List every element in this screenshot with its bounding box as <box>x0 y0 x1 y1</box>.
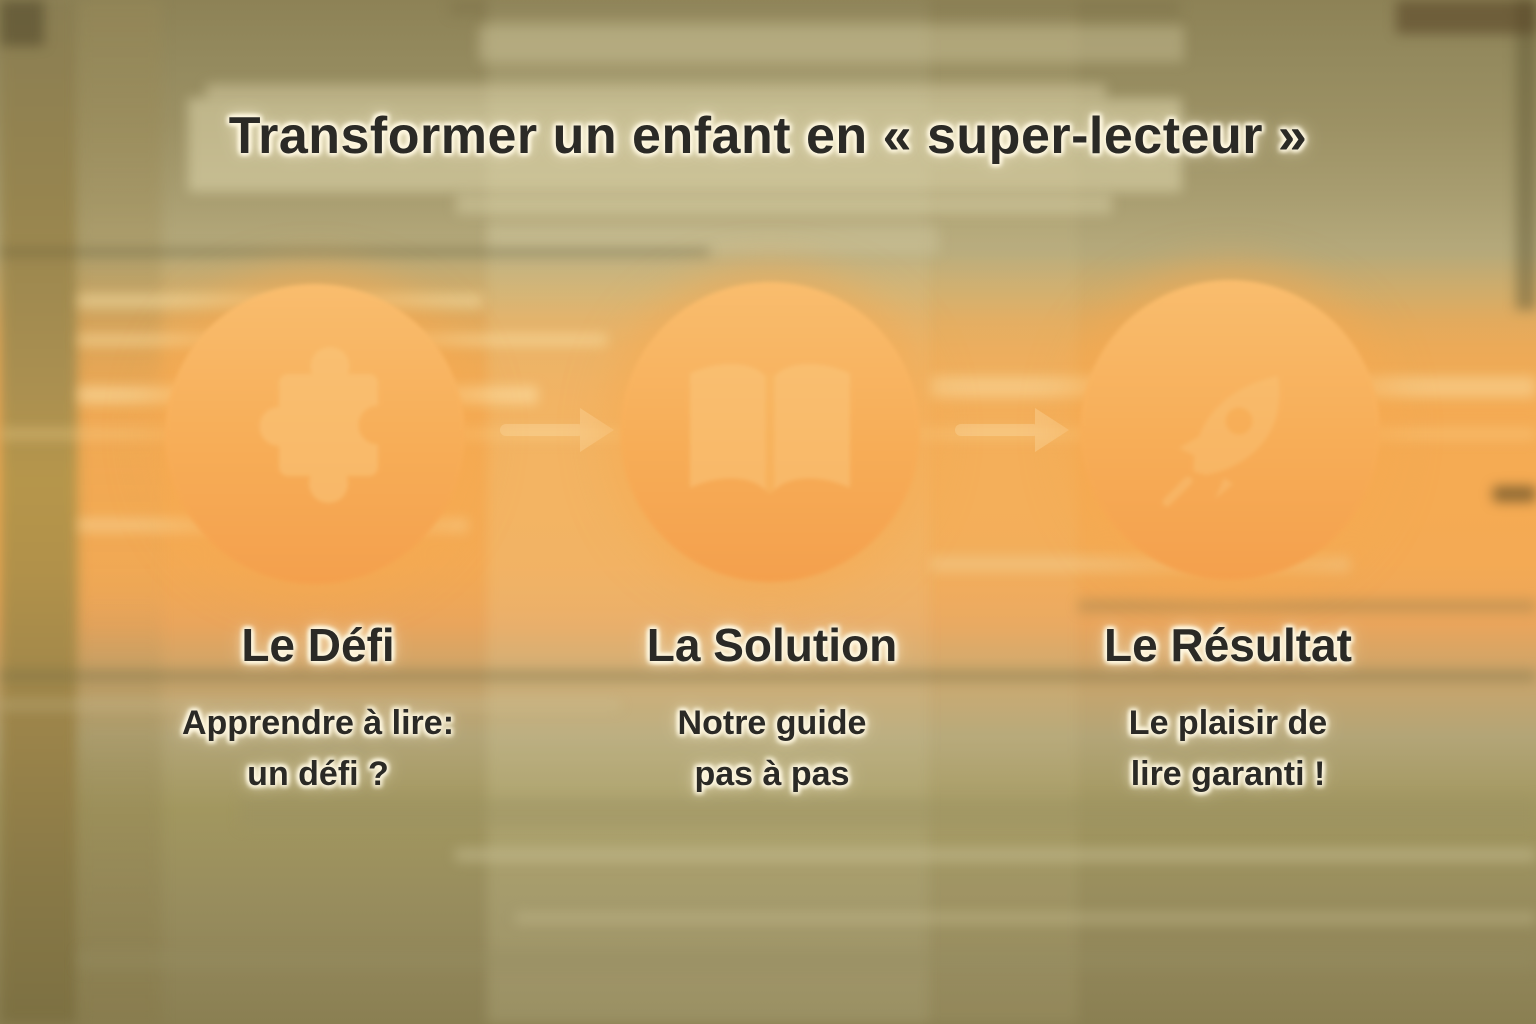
background-panel <box>0 0 78 1024</box>
step-1-heading: Le Défi <box>241 619 395 671</box>
step-3-heading: Le Résultat <box>1104 619 1352 671</box>
arrow-right-icon <box>500 408 614 452</box>
step-3: Le Résultat Le plaisir de lire garanti ! <box>998 618 1458 800</box>
step-2-line-2: pas à pas <box>694 755 850 793</box>
step-1-line-1: Apprendre à lire: <box>181 704 455 742</box>
step-3-line-2: lire garanti ! <box>1130 755 1326 793</box>
open-book-icon <box>690 364 850 494</box>
slide-title: Transformer un enfant en « super-lecteur… <box>228 107 1308 165</box>
background-panel <box>78 0 162 1024</box>
puzzle-icon <box>259 347 378 503</box>
step-3-badge <box>1080 280 1380 580</box>
step-1: Le Défi Apprendre à lire: un défi ? <box>88 618 548 800</box>
step-3-description: Le plaisir de lire garanti ! <box>998 698 1458 800</box>
step-3-line-1: Le plaisir de <box>1128 704 1328 742</box>
step-2-badge <box>620 282 920 582</box>
background-panel <box>1516 0 1536 310</box>
step-2-line-1: Notre guide <box>677 704 867 742</box>
step-1-badge <box>165 284 465 584</box>
step-1-description: Apprendre à lire: un défi ? <box>88 698 548 800</box>
step-2: La Solution Notre guide pas à pas <box>542 618 1002 800</box>
step-1-line-2: un défi ? <box>247 755 389 793</box>
step-2-description: Notre guide pas à pas <box>542 698 1002 800</box>
step-2-heading: La Solution <box>646 619 898 671</box>
rocket-icon <box>1162 376 1280 507</box>
arrow-right-icon <box>955 408 1069 452</box>
